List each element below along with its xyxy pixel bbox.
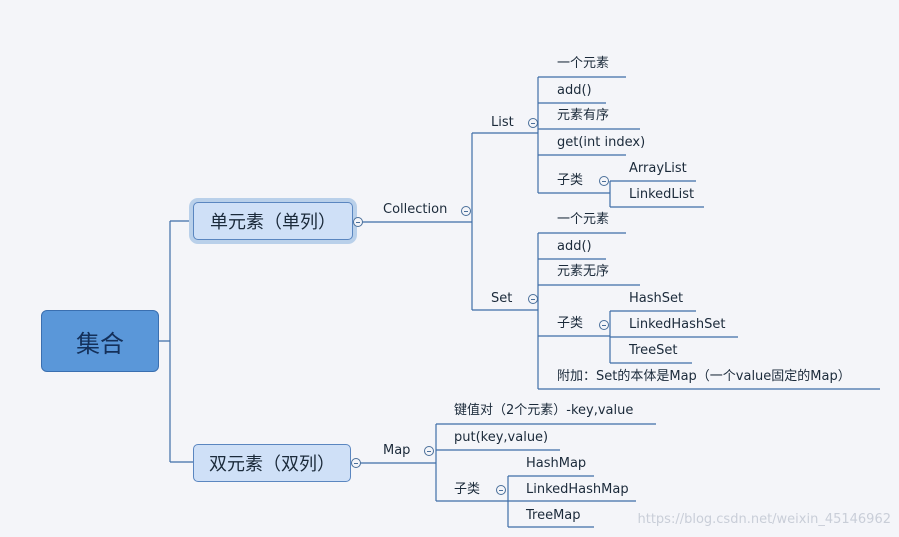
double-element-node[interactable]: 双元素（双列） — [193, 444, 351, 482]
map-subclass-item[interactable]: LinkedHashMap — [526, 482, 629, 497]
set-subclass-item[interactable]: LinkedHashSet — [629, 317, 726, 332]
map-subclass-label[interactable]: 子类 — [454, 482, 481, 497]
list-item[interactable]: add() — [557, 83, 592, 98]
list-subclass-item[interactable]: ArrayList — [629, 161, 687, 176]
double-collapse-toggle[interactable] — [351, 458, 361, 468]
map-item[interactable]: 键值对（2个元素）-key,value — [454, 403, 634, 418]
root-node[interactable]: 集合 — [41, 310, 159, 372]
collection-label[interactable]: Collection — [383, 202, 448, 217]
map-item[interactable]: put(key,value) — [454, 430, 549, 445]
list-subclass-label[interactable]: 子类 — [557, 173, 584, 188]
set-note[interactable]: 附加：Set的本体是Map（一个value固定的Map） — [557, 369, 851, 384]
map-label[interactable]: Map — [383, 443, 411, 458]
single-element-node[interactable]: 单元素（单列） — [193, 202, 353, 240]
set-subclass-item[interactable]: HashSet — [629, 291, 684, 306]
list-item[interactable]: get(int index) — [557, 135, 646, 150]
set-item[interactable]: 一个元素 — [557, 212, 610, 227]
list-subclass-toggle[interactable] — [599, 176, 609, 186]
list-label[interactable]: List — [491, 115, 514, 130]
list-item[interactable]: 一个元素 — [557, 56, 610, 71]
watermark: https://blog.csdn.net/weixin_45146962 — [637, 512, 891, 527]
set-subclass-item[interactable]: TreeSet — [629, 343, 678, 358]
collection-collapse-toggle[interactable] — [461, 206, 471, 216]
map-subclass-toggle[interactable] — [496, 485, 506, 495]
set-subclass-toggle[interactable] — [599, 320, 609, 330]
map-subclass-item[interactable]: HashMap — [526, 456, 587, 471]
set-collapse-toggle[interactable] — [528, 294, 538, 304]
list-item[interactable]: 元素有序 — [557, 108, 610, 123]
root-label: 集合 — [76, 329, 124, 358]
set-item[interactable]: 元素无序 — [557, 264, 610, 279]
map-subclass-item[interactable]: TreeMap — [526, 508, 581, 523]
single-collapse-toggle[interactable] — [353, 217, 363, 227]
set-subclass-label[interactable]: 子类 — [557, 316, 584, 331]
map-collapse-toggle[interactable] — [424, 446, 434, 456]
single-element-label: 单元素（单列） — [210, 212, 336, 233]
set-item[interactable]: add() — [557, 239, 592, 254]
list-subclass-item[interactable]: LinkedList — [629, 187, 695, 202]
set-label[interactable]: Set — [491, 291, 513, 306]
double-element-label: 双元素（双列） — [209, 454, 335, 475]
list-collapse-toggle[interactable] — [528, 118, 538, 128]
